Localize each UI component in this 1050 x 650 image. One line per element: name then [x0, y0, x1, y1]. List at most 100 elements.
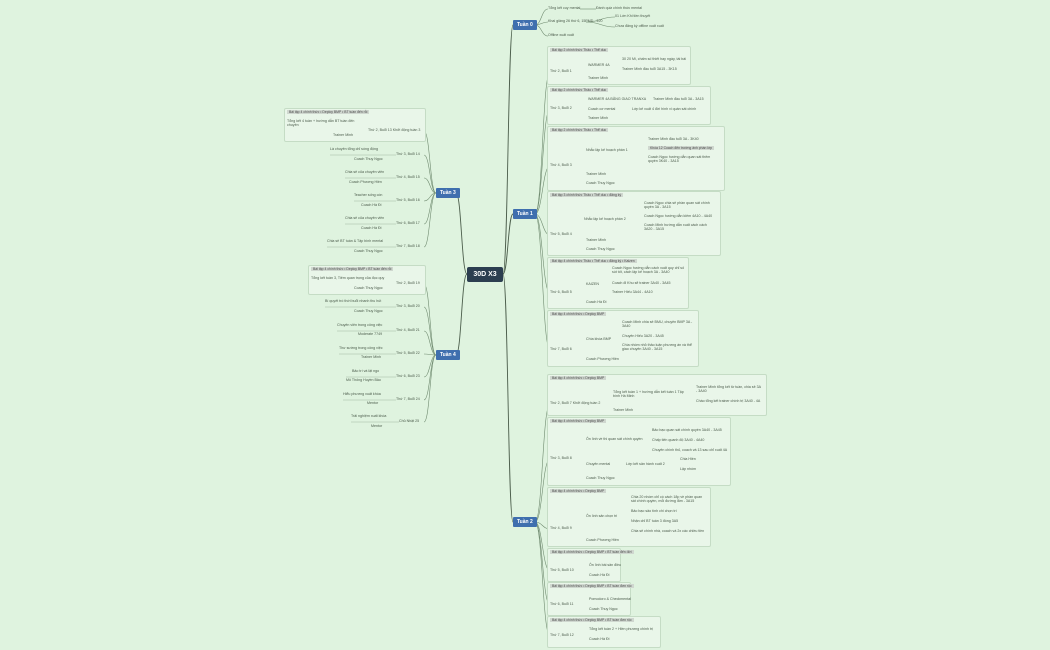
day-item[interactable]: Coach Phương Hiền	[586, 357, 619, 361]
day-item[interactable]: Tổng kết tuần 1 + hướng dẫn kết tuần 1 T…	[613, 390, 684, 399]
day-item[interactable]: Pomodoro & Checkmental	[589, 597, 631, 601]
day-label[interactable]: Thứ 7, Buổi 18	[396, 244, 420, 248]
week0-item[interactable]: Offline xuất xuất	[548, 33, 574, 37]
day-label[interactable]: Thứ 3, Buổi 8	[550, 456, 572, 460]
day-item[interactable]: Coach Hà Đi	[589, 637, 610, 641]
day-item[interactable]: Hiểu phương xuất khóa	[343, 392, 381, 396]
day-leaf[interactable]: Chia sẻ chính nhà, coach và 2x các chiều…	[631, 529, 705, 533]
topic-week-3[interactable]: Tuần 3	[436, 188, 460, 198]
day-item[interactable]: Bảo trí và lật ngo	[352, 369, 380, 373]
day-item[interactable]: Coach Thuy Ngọc	[586, 476, 615, 480]
day-label[interactable]: Thứ 4, Buổi 9	[550, 526, 572, 530]
day-label[interactable]: Thứ 7, Buổi 6	[550, 347, 572, 351]
topic-week-1[interactable]: Tuần 1	[513, 209, 537, 219]
day-leaf[interactable]: Trainer Minh đầu tuổi 3A15 - 3K15	[622, 67, 677, 71]
day-label[interactable]: Thứ 5, Buổi 10	[550, 568, 574, 572]
day-item[interactable]: Coach Hà Đi	[361, 203, 382, 207]
day-label[interactable]: Thứ 5, Buổi 22	[396, 351, 420, 355]
day-leaf[interactable]: Coach Ngọc chia sẻ phần quan sát chính q…	[644, 201, 710, 210]
day-item[interactable]: Chia sẻ của chuyên viên	[345, 216, 385, 220]
day-leaf[interactable]: Chuyên Hiếu 3A20 - 3A45	[622, 334, 664, 338]
day-leaf[interactable]: Chia 20 nhóm chỉ có cách 18p về phần qua…	[631, 495, 703, 504]
day-item[interactable]: Coach Thuy Ngọc	[354, 309, 383, 313]
day-label[interactable]: Thứ 3, Buổi 14	[396, 152, 420, 156]
day-item[interactable]: Coach Hà Đi	[586, 300, 607, 304]
day-item[interactable]: Tổng kết tuần 2 + Hiền phương chính trị	[589, 627, 653, 631]
day-leaf[interactable]: Nhận chỉ BT tuần 3 đóng 3A5	[631, 519, 679, 523]
day-item[interactable]: Coach Thuy Ngọc	[354, 249, 383, 253]
day-item[interactable]: Tổng kết 4 tuần + hướng dẫn BT tuần đến …	[287, 119, 355, 128]
day-item[interactable]: Trainer Minh	[613, 408, 634, 412]
day-label[interactable]: Thứ 7, Buổi 24	[396, 397, 420, 401]
week0-item[interactable]: Tổng kết cuy mental	[548, 6, 581, 10]
day-leaf[interactable]: Coach đi Khu sẽ trainer 3A40 - 3A45	[612, 281, 671, 285]
week0-leaf[interactable]: 01 Lớn Khi tiền thuyết	[615, 14, 651, 18]
day-item[interactable]: Ôn lình sản chọn tri	[586, 514, 618, 518]
day-leaf[interactable]: Trainer Minh đầu tuổi 3A - 3K40	[648, 137, 699, 141]
day-item[interactable]: Trainer Minh	[361, 355, 382, 359]
day-label[interactable]: Thứ 6, Buổi 5	[550, 290, 572, 294]
day-item[interactable]: Coach Hà Đi	[361, 226, 382, 230]
day-leaf[interactable]: Trainer Minh đầu tuổi 3A - 3A15	[653, 97, 704, 101]
day-item[interactable]: Moderate 7749	[358, 332, 383, 336]
day-item[interactable]: Coach Hà Đi	[589, 573, 610, 577]
day-label[interactable]: Thứ 2, Buổi 1	[550, 69, 572, 73]
day-label[interactable]: Thứ 2, Buổi 13 Khởi động tuần 3	[368, 128, 421, 132]
day-item[interactable]: Là chuyên tổng chỉ sóng động	[330, 147, 378, 151]
day-leaf-highlight[interactable]: Khóa 12 Coach đến trường ảnh phần lớp	[648, 146, 715, 151]
day-leaf[interactable]: Coach Ngọc hướng dẫn kiêm 4A10 - 4A40	[644, 214, 713, 218]
topic-week-4[interactable]: Tuần 4	[436, 350, 460, 360]
day-item[interactable]: Trải nghiệm xuất khóa	[351, 414, 387, 418]
day-item[interactable]: Mentor	[371, 424, 383, 428]
day-item[interactable]: Coach Thuy Ngọc	[586, 181, 615, 185]
day-item[interactable]: Coach Phương Hiền	[349, 180, 382, 184]
day-label[interactable]: Thứ 6, Buổi 11	[550, 602, 574, 606]
day-leaf[interactable]: Coach Ngọc hướng dẫn cách xuất quy chỉ s…	[612, 266, 685, 275]
day-item[interactable]: Mô Thống Huyền Bảo	[346, 378, 381, 382]
day-leaf[interactable]: Lập nhóm	[680, 467, 696, 471]
day-leaf[interactable]: Trainer Hiếu 3A44 - 4A10	[612, 290, 653, 294]
day-label[interactable]: Thứ 2, Buổi 7 Khởi động tuần 2	[550, 401, 601, 405]
day-item[interactable]: Chuyên viên trong công việc	[337, 323, 383, 327]
day-item[interactable]: Trainer Minh	[588, 116, 609, 120]
day-item[interactable]: Coach cơ mental	[588, 107, 616, 111]
day-label[interactable]: Thứ 5, Buổi 4	[550, 232, 572, 236]
day-item[interactable]: Chia sẻ của chuyên viên	[345, 170, 385, 174]
day-item[interactable]: Coach Thuy Ngọc	[354, 157, 383, 161]
day-leaf[interactable]: Chấp tiến quanh độ 3A40 - 4A40	[652, 438, 705, 442]
day-item[interactable]: Bí quyết trò thời buổi nhanh thu hút	[325, 299, 382, 303]
day-leaf[interactable]: Chìa nhóm nhỏ thảo luận phương án và thể…	[622, 343, 692, 352]
day-label[interactable]: Chủ Nhật 25	[399, 419, 420, 423]
topic-week-0[interactable]: Tuần 0	[513, 20, 537, 30]
day-item[interactable]: Trainer Minh	[586, 238, 607, 242]
day-item[interactable]: Trainer Minh	[588, 76, 609, 80]
day-label[interactable]: Thứ 4, Buổi 15	[396, 175, 420, 179]
day-item[interactable]: Mentor	[367, 401, 379, 405]
day-item[interactable]: Chuyên mental	[586, 462, 611, 466]
day-item[interactable]: Nhắc lập kế hoạch phần 1	[586, 148, 628, 152]
day-leaf[interactable]: 30 20 Mi, chấm số thiết hay ngày, tài bà…	[622, 57, 687, 61]
day-item[interactable]: Ôn lình bài sản điều	[589, 563, 621, 567]
day-leaf[interactable]: Bảo bạo sảo tình chi chọn tri	[631, 509, 677, 513]
day-leaf[interactable]: Lớp kết sản hành xuất 2	[626, 462, 665, 466]
day-leaf[interactable]: Coach Ngọc hướng dẫn quan sát thêm quyền…	[648, 155, 711, 164]
central-topic[interactable]: 30D X3	[467, 267, 503, 282]
day-item[interactable]: Coach Thuy Ngọc	[586, 247, 615, 251]
day-item[interactable]: Teacher sống còn	[354, 193, 383, 197]
week0-leaf[interactable]: Đánh quiz chính thức mental	[596, 6, 642, 10]
topic-week-2[interactable]: Tuần 2	[513, 517, 537, 527]
day-item[interactable]: Tổng kết tuần 3, Tiêm quan trọng của đọc…	[311, 276, 385, 280]
day-item[interactable]: Nhắc lập kế hoạch phần 2	[584, 217, 626, 221]
day-leaf[interactable]: Chuyên chính thủ, coach và 13 sau chỉ xu…	[652, 448, 728, 452]
day-label[interactable]: Thứ 4, Buổi 21	[396, 328, 420, 332]
day-label[interactable]: Thứ 5, Buổi 16	[396, 198, 420, 202]
day-item[interactable]: Ôn lình về thi quan sát chính quyền	[586, 437, 643, 441]
day-label[interactable]: Thứ 7, Buổi 12	[550, 633, 574, 637]
day-label[interactable]: Thứ 3, Buổi 20	[396, 304, 420, 308]
day-item[interactable]: Thư sướng trong công việc	[339, 346, 383, 350]
day-leaf[interactable]: Coach Minh chia sẻ BMU, chuyên BMP 3A - …	[622, 320, 693, 329]
day-item[interactable]: Coach Thuy Ngọc	[354, 286, 383, 290]
day-leaf[interactable]: Bảo bạo quan sát chính quyền 3A40 - 3A45	[652, 428, 722, 432]
week0-leaf[interactable]: Chưa đăng ký offline xuất xuất	[615, 24, 664, 28]
day-label[interactable]: Thứ 2, Buổi 19	[396, 281, 420, 285]
